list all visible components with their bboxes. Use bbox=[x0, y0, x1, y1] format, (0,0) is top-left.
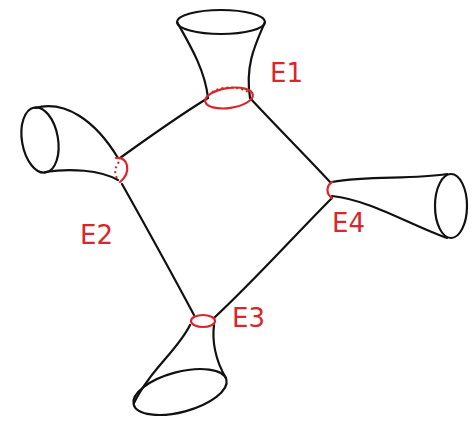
edge-label: E4 bbox=[332, 210, 365, 236]
edge-label: E1 bbox=[270, 60, 303, 86]
edge-label: E2 bbox=[80, 222, 113, 248]
edge-label: E3 bbox=[232, 305, 265, 331]
